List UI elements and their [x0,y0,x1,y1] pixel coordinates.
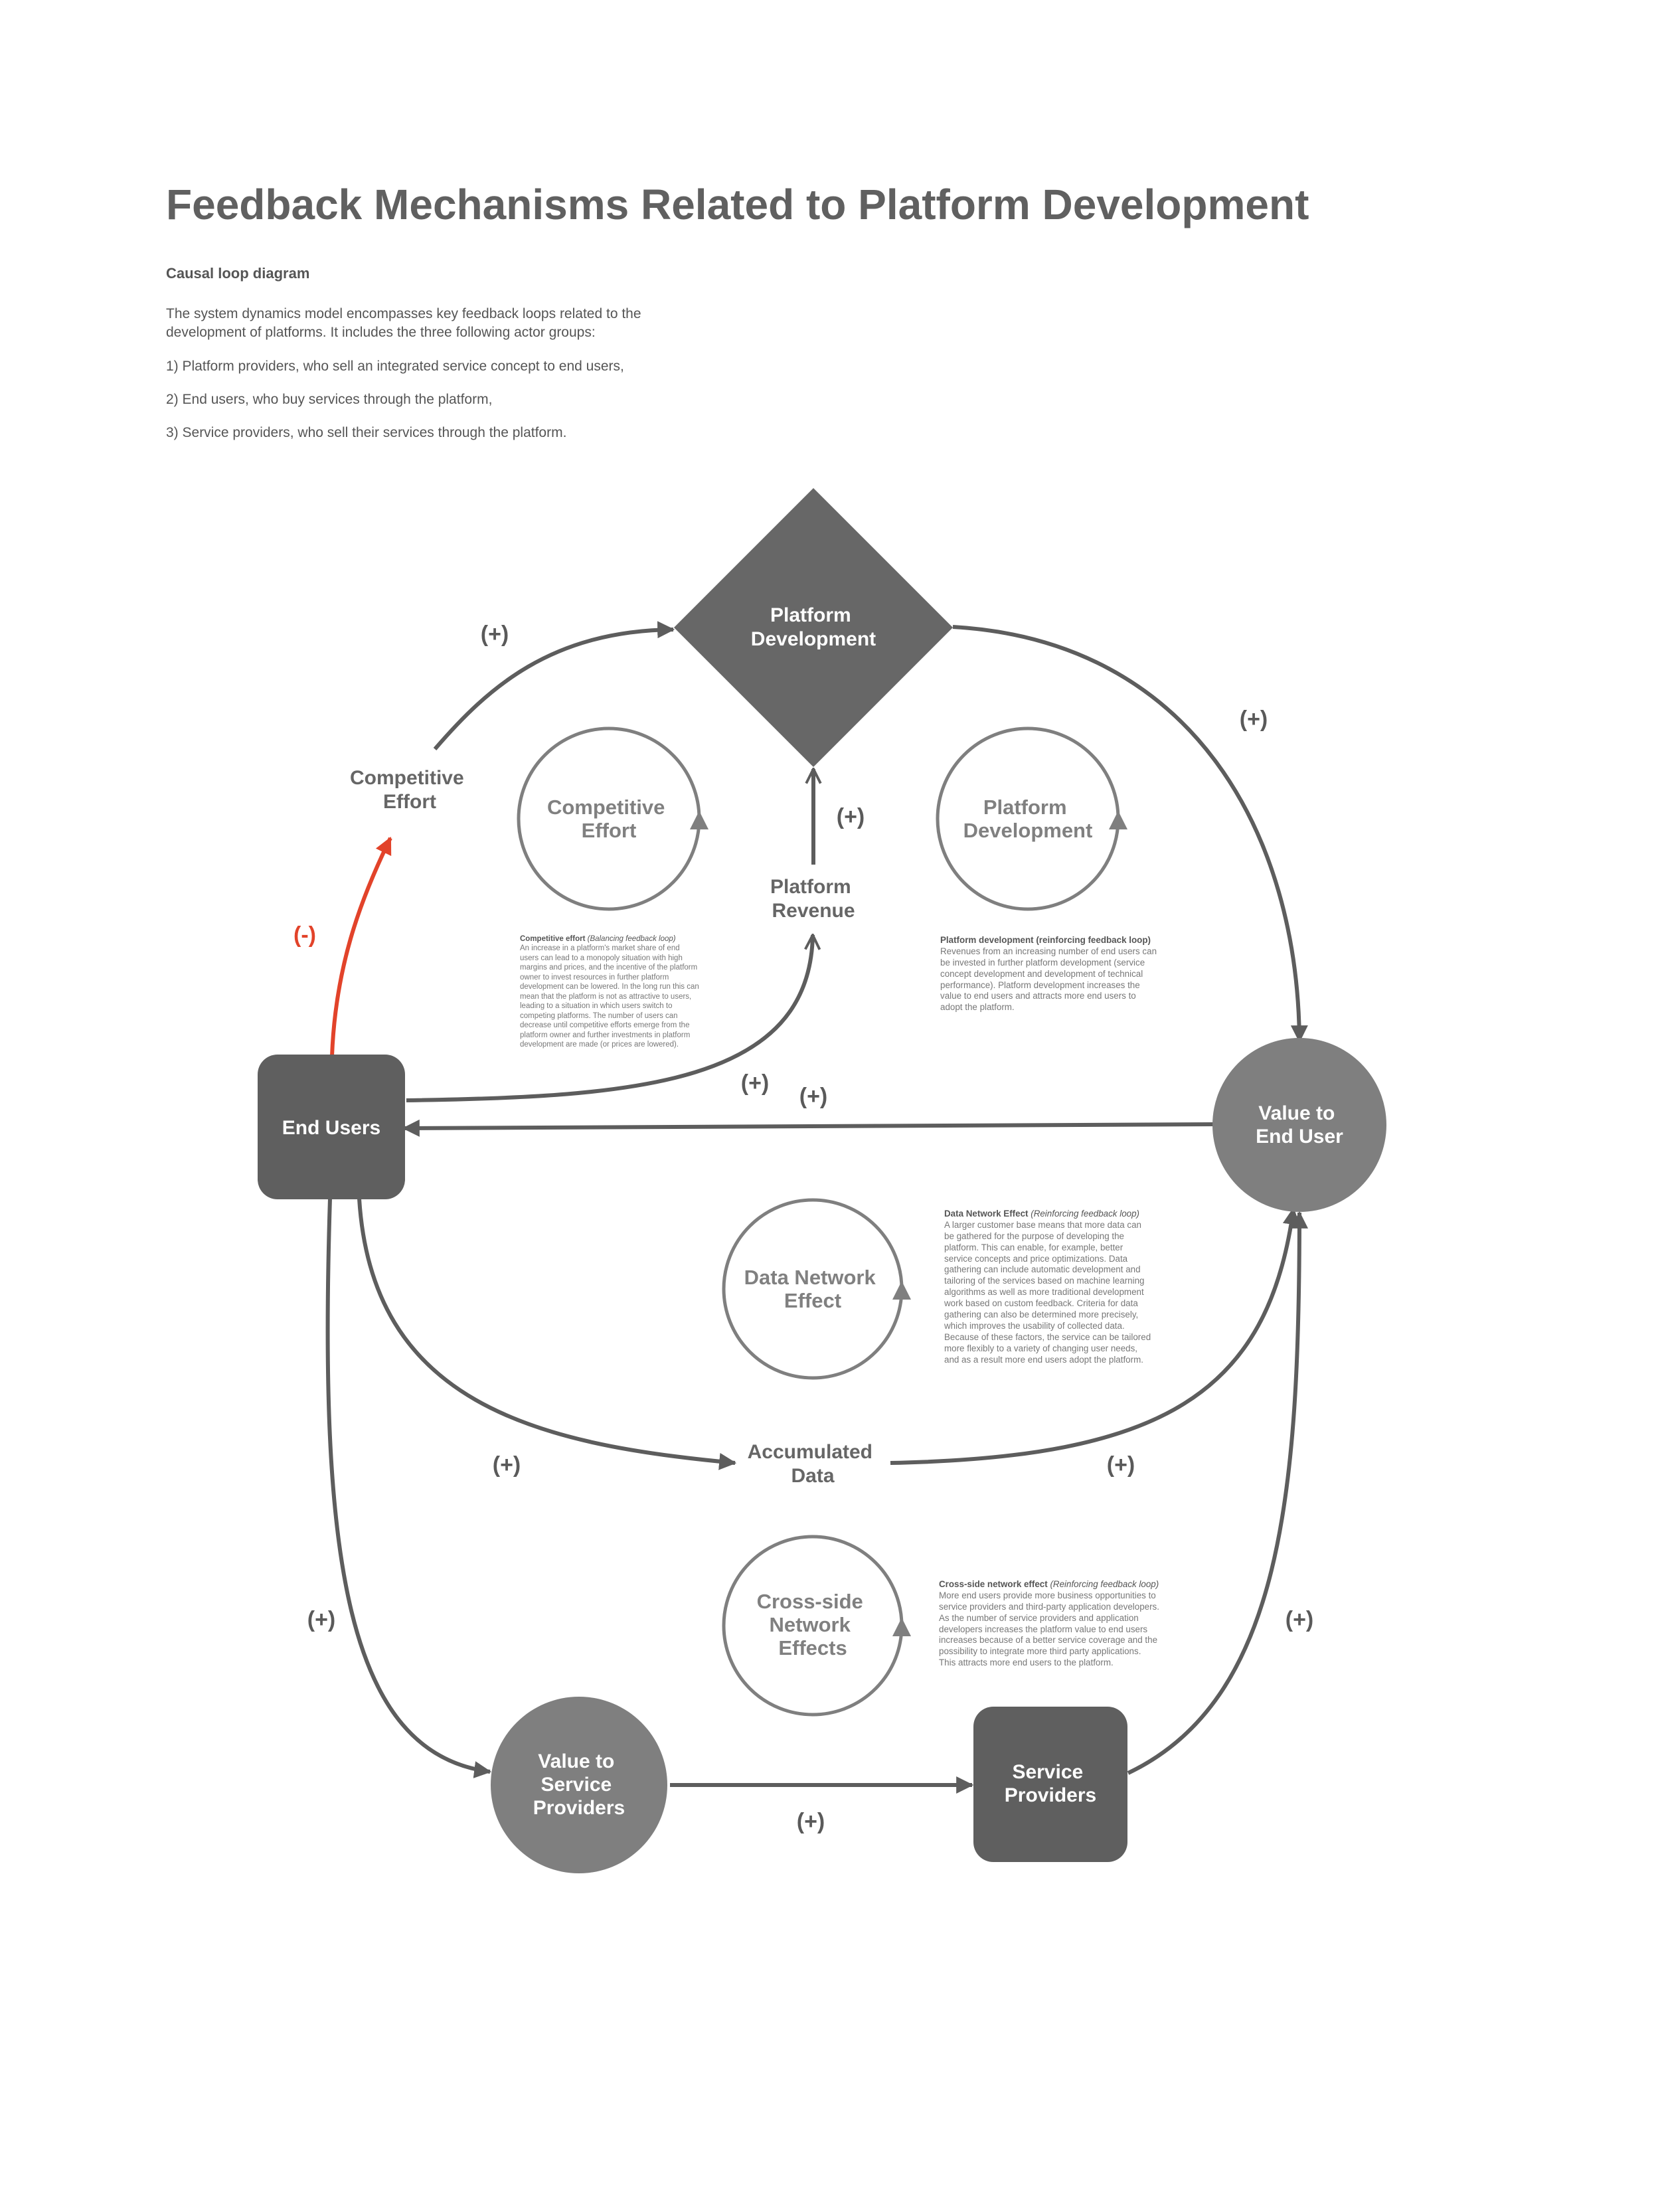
note-line: gathering can also be determined more pr… [944,1310,1139,1320]
sign-sp-to-value-end-user: (+) [1286,1607,1314,1632]
sign-end-users-to-value-sp: (+) [307,1607,336,1632]
loop-competitive-effort: Competitive Effort [517,726,708,911]
sign-end-users-to-revenue: (+) [741,1070,770,1096]
header: Feedback Mechanisms Related to Platform … [166,179,1494,441]
link-value-end-user-to-end-users [402,1119,1216,1137]
note-line: This attracts more end users to the plat… [939,1658,1114,1668]
note-line: Revenues from an increasing number of en… [940,946,1157,956]
sign-platform-to-value: (+) [1240,707,1268,732]
node-service-providers-label: Service Providers [1005,1761,1096,1806]
note-line: service providers and third-party applic… [939,1601,1159,1612]
sign-data-to-value: (+) [1107,1452,1135,1478]
sign-end-users-to-data: (+) [493,1452,521,1478]
node-accumulated-data-label: Accumulated Data [748,1441,878,1487]
note-line: tailoring of the services based on machi… [944,1276,1145,1286]
note-data-network-effect: Data Network Effect (Reinforcing feedbac… [944,1209,1183,1365]
page-title: Feedback Mechanisms Related to Platform … [166,181,1309,228]
note-line: A larger customer base means that more d… [944,1219,1141,1230]
note-line: platform. This can enable, for example, … [944,1242,1123,1252]
note-platform-body: Revenues from an increasing number of en… [940,946,1193,1013]
link-end-users-to-accumulated-data [357,1198,737,1470]
sign-value-sp-to-sp: (+) [797,1809,825,1834]
note-line: development are made (or prices are lowe… [520,1041,679,1049]
actor-item-1: 1) Platform providers, who sell an integ… [166,359,624,375]
note-line: value to end users and attracts more end… [940,991,1136,1001]
node-end-users: End Users [258,1055,405,1199]
loop-data-network-effect: Data Network Effect [722,1198,911,1380]
node-value-to-end-user-label: Value to End User [1256,1102,1343,1148]
note-line: be gathered for the purpose of developin… [944,1231,1124,1241]
node-platform-development: Platform Development [674,488,953,767]
link-end-users-to-revenue [406,935,813,1102]
sign-competitive-to-platform: (+) [481,622,509,647]
note-line: work based on custom feedback. Criteria … [944,1298,1138,1309]
link-competitive-to-platform-development [433,621,675,750]
sign-value-to-end-users: (+) [799,1084,828,1109]
note-competitive-effort: Competitive effort (Balancing feedback l… [520,934,719,1050]
note-line: adopt the platform. [940,1002,1015,1013]
note-line: which improves the usability of collecte… [944,1320,1125,1331]
sign-end-users-to-competitive: (-) [293,922,316,948]
node-value-to-end-user: Value to End User [1212,1038,1386,1212]
note-line: gathering can include automatic developm… [944,1264,1141,1275]
note-line: performance). Platform development incre… [940,979,1140,990]
note-line: algorithms as well as more traditional d… [944,1287,1144,1298]
intro-text: The system dynamics model encompasses ke… [166,305,641,340]
link-accumulated-data-to-value-end-user [890,1207,1300,1465]
note-line: margins and prices, and the incentive of… [520,964,698,972]
note-line: leading to a situation in which users sw… [520,1002,673,1011]
note-line: competing platforms. The number of users… [520,1011,678,1020]
note-line: be invested in further platform developm… [940,957,1145,968]
note-line: An increase in a platform's market share… [520,944,680,953]
note-line: developers increases the platform value … [939,1624,1148,1634]
note-line: Because of these factors, the service ca… [944,1331,1151,1342]
note-line: increases because of a better service co… [939,1635,1158,1646]
note-line: possibility to integrate more third part… [939,1646,1141,1657]
svg-text:Cross-side Network: Cross-side Network Effects [757,1590,869,1659]
node-service-providers: Service Providers [973,1707,1127,1862]
node-platform-revenue-label: Platform Revenue [770,876,857,922]
note-cross-side-network-effect: Cross-side network effect (Reinforcing f… [939,1579,1204,1669]
node-end-users-label: End Users [282,1117,380,1139]
node-value-to-service-providers: Value to Service Providers [491,1697,667,1873]
note-line: service concepts and price optimizations… [944,1253,1128,1264]
svg-text:Platform Development: Platform Development [963,796,1093,842]
note-line: More end users provide more business opp… [939,1590,1156,1600]
subtitle: Causal loop diagram [166,264,310,282]
note-line: owner to invest resources in further pla… [520,973,669,981]
note-line: mean that the platform is not as attract… [520,992,692,1001]
svg-text:Data Network Effect: Data Network Effect [744,1266,882,1312]
note-line: platform owner and further investments i… [520,1031,691,1039]
note-line: and as a result more end users adopt the… [944,1354,1143,1365]
loop-cross-side-network-effects: Cross-side Network Effects [722,1535,911,1717]
node-competitive-effort-label: Competitive Effort [350,767,469,813]
note-line: development can be lowered. In the long … [520,983,699,991]
link-service-providers-to-value-end-user [1127,1211,1308,1775]
note-data-body: A larger customer base means that more d… [944,1220,1183,1366]
note-line: more flexibly to a variety of changing u… [944,1343,1138,1353]
note-line: As the number of service providers and a… [939,1612,1139,1623]
actor-item-3: 3) Service providers, who sell their ser… [166,425,567,441]
svg-text:Competitive Effort: Competitive Effort [547,796,671,842]
node-value-to-service-providers-label: Value to Service Providers [533,1750,625,1819]
actor-item-2: 2) End users, who buy services through t… [166,392,493,408]
sign-revenue-to-platform: (+) [837,804,865,829]
note-line: users can lead to a monopoly situation w… [520,954,683,962]
link-end-users-to-value-service-providers [325,1198,492,1778]
node-platform-development-label: Platform Development [751,604,876,650]
note-line: decrease until competitive efforts emerg… [520,1021,690,1030]
note-cross-side-body: More end users provide more business opp… [939,1590,1204,1669]
link-platform-development-to-value-end-user [952,625,1308,1043]
loop-platform-development: Platform Development [936,726,1127,911]
note-platform-development: Platform development (reinforcing feedba… [940,935,1193,1013]
link-end-users-to-competitive-effort [330,837,392,1057]
note-line: concept development and development of t… [940,968,1143,979]
note-competitive-body: An increase in a platform's market share… [520,944,719,1049]
